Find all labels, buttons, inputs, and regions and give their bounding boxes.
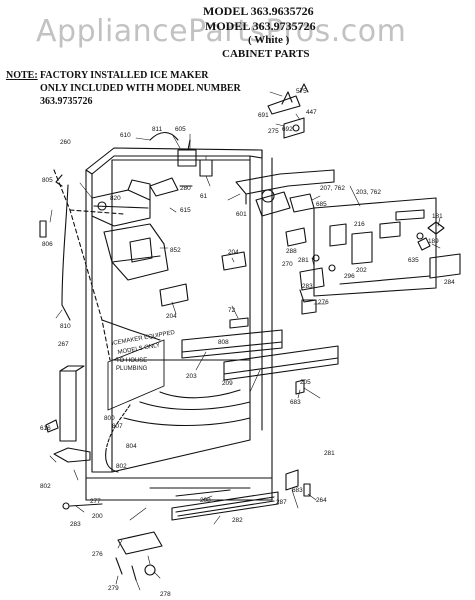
part-callout: 811 xyxy=(152,126,163,133)
left-side-parts xyxy=(39,174,103,510)
top-center-parts xyxy=(149,131,213,197)
part-callout: 283 xyxy=(70,521,81,528)
plumbing-label-2: PLUMBING xyxy=(116,366,148,372)
part-callout: 281 xyxy=(324,450,335,457)
part-callout: 204 xyxy=(166,313,177,320)
part-callout: 805 xyxy=(42,177,53,184)
leader-lines xyxy=(49,91,441,591)
part-callout: 281 xyxy=(298,257,309,264)
part-callout: 189 xyxy=(428,238,439,245)
part-callout: 267 xyxy=(58,341,69,348)
part-callout: 601 xyxy=(236,211,247,218)
part-callout: 209 xyxy=(222,380,233,387)
part-callout: 810 xyxy=(60,323,71,330)
part-callout: 204 xyxy=(228,249,239,256)
part-callout: 205 xyxy=(300,379,311,386)
part-callout: 276 xyxy=(92,551,103,558)
bottom-hardware xyxy=(115,469,311,581)
part-callout: 280 xyxy=(180,185,191,192)
part-callout: 820 xyxy=(110,195,121,202)
part-callout: 287 xyxy=(276,499,287,506)
part-callout: 610 xyxy=(120,132,131,139)
part-callout: 683 xyxy=(290,399,301,406)
part-callout: 277 xyxy=(90,498,101,505)
part-callout: 279 xyxy=(108,585,119,592)
control-board xyxy=(313,197,437,297)
part-callout: 283 xyxy=(302,283,313,290)
part-callout: 575 xyxy=(296,88,307,95)
part-callout: 270 xyxy=(282,261,293,268)
part-callout: 61 xyxy=(200,193,208,200)
right-side-parts xyxy=(159,221,461,315)
icemaker-inset xyxy=(53,169,165,473)
part-callout: 852 xyxy=(170,247,181,254)
part-callout: 208 xyxy=(200,497,211,504)
part-callout: 203 xyxy=(186,373,197,380)
color-note: ( White ) xyxy=(248,34,290,46)
part-callout: 447 xyxy=(306,109,317,116)
part-callout: 804 xyxy=(126,443,137,450)
part-callout: 806 xyxy=(42,241,53,248)
model-title-2: MODEL 363.9735726 xyxy=(205,19,316,33)
inset-label-1: ICEMAKER EQUIPPED xyxy=(111,330,176,347)
part-callout: 685 xyxy=(316,201,327,208)
control-panel xyxy=(235,169,335,217)
part-callout: 276 xyxy=(318,299,329,306)
part-callout: 207, 762 xyxy=(320,185,345,192)
part-callout: 284 xyxy=(444,279,455,286)
part-callout: 200 xyxy=(92,513,103,520)
part-callout: 808 xyxy=(218,339,229,346)
shelf-channels xyxy=(181,317,339,395)
part-callout: 282 xyxy=(232,517,243,524)
part-callout: 264 xyxy=(316,497,327,504)
note-line-3: 363.9735726 xyxy=(40,96,93,107)
part-callout: 296 xyxy=(344,273,355,280)
part-callout: 278 xyxy=(160,591,171,598)
section-title: CABINET PARTS xyxy=(222,48,310,60)
part-callout: 683 xyxy=(292,487,303,494)
part-callout: 691 xyxy=(258,112,269,119)
part-callout: 692 xyxy=(282,126,293,133)
part-callout: 203, 762 xyxy=(356,189,381,196)
part-callout: 72 xyxy=(228,307,236,314)
part-callout: 802 xyxy=(116,463,127,470)
part-callout: 616 xyxy=(40,425,51,432)
part-callout: 800 xyxy=(104,415,115,422)
plumbing-label-1: TO HOUSE xyxy=(116,358,147,364)
top-hinge-cluster xyxy=(267,83,309,139)
part-callout: 216 xyxy=(354,221,365,228)
part-callout: 802 xyxy=(40,483,51,490)
note-line-2: ONLY INCLUDED WITH MODEL NUMBER xyxy=(40,83,241,94)
part-callout: 275 xyxy=(268,128,279,135)
part-callout: 288 xyxy=(286,248,297,255)
part-callout: 635 xyxy=(408,257,419,264)
part-callout: 260 xyxy=(60,139,71,146)
note-line-1: FACTORY INSTALLED ICE MAKER xyxy=(40,70,209,81)
cabinet-liner xyxy=(85,147,273,501)
part-callout: 807 xyxy=(112,423,123,430)
part-callout: 202 xyxy=(356,267,367,274)
model-title-1: MODEL 363.9635726 xyxy=(203,4,314,18)
icemaker-assembly xyxy=(91,179,169,281)
part-callout: 181 xyxy=(432,213,443,220)
note-label: NOTE: xyxy=(6,70,38,81)
part-callout: 615 xyxy=(180,207,191,214)
part-callout: 605 xyxy=(175,126,186,133)
